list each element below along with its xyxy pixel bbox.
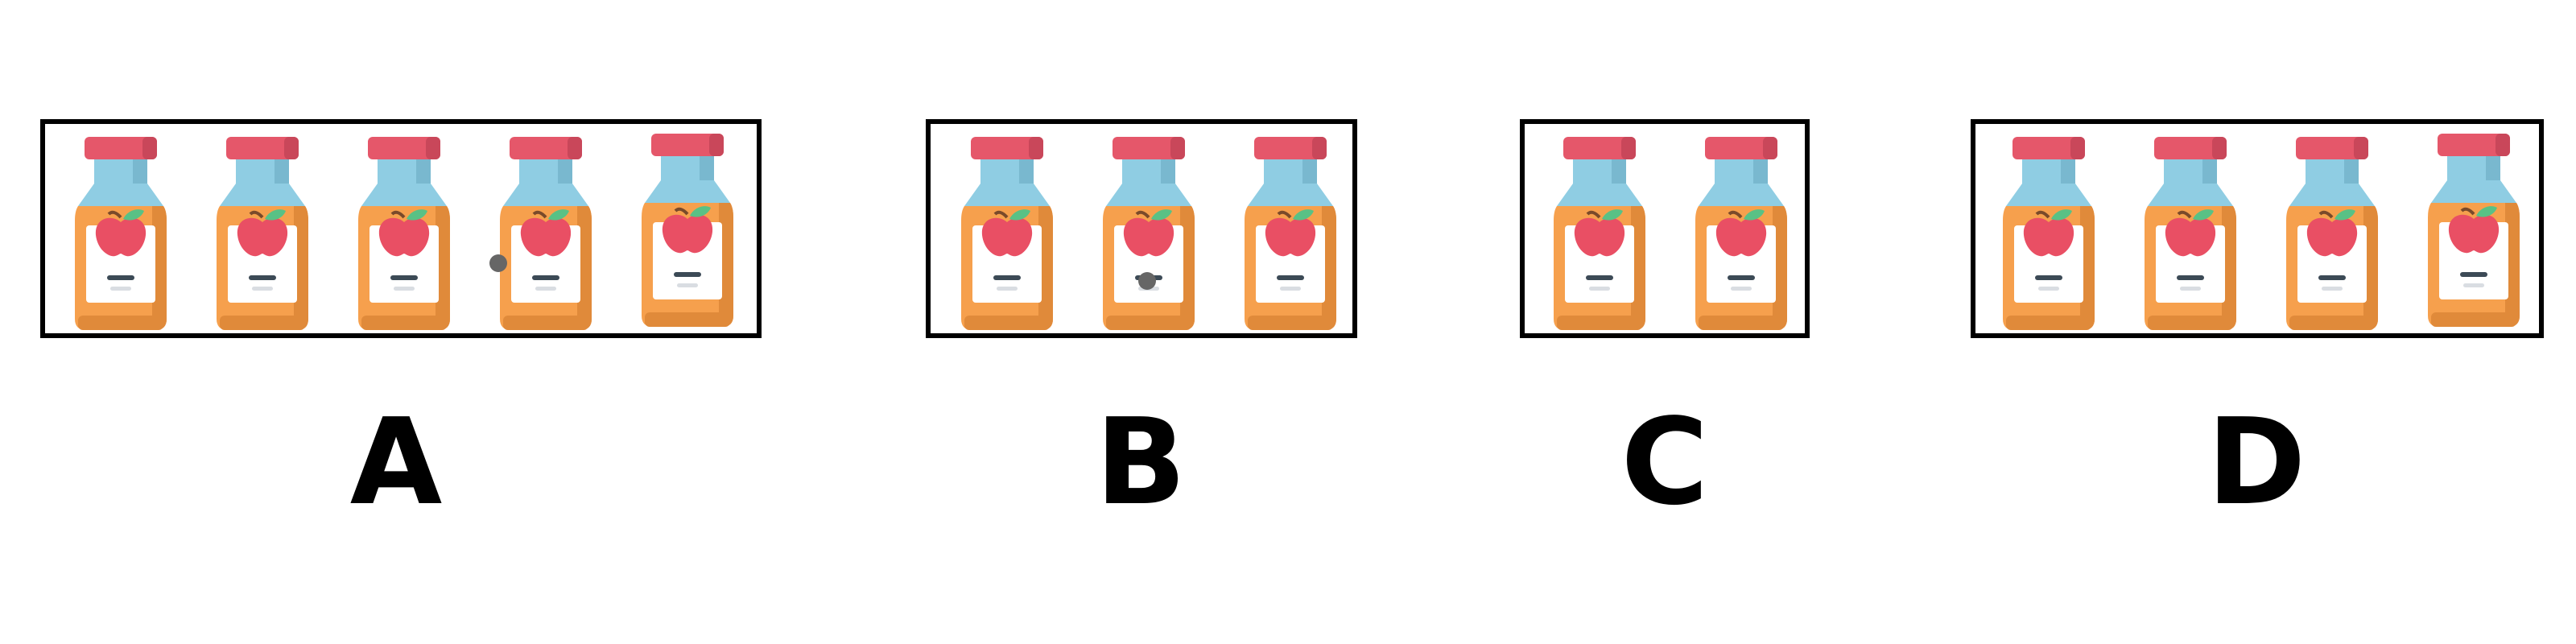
apple-juice-bottle-icon	[1101, 137, 1196, 333]
apple-juice-bottle-icon	[1552, 137, 1647, 333]
apple-juice-bottle-icon	[498, 137, 593, 333]
apple-juice-bottle-icon	[2285, 137, 2380, 333]
option-label-a: A	[349, 393, 443, 531]
marker-dot	[489, 254, 507, 272]
apple-juice-bottle-icon	[2426, 134, 2521, 330]
apple-juice-bottle-icon	[960, 137, 1055, 333]
apple-juice-bottle-icon	[215, 137, 310, 333]
option-b-box[interactable]	[926, 119, 1357, 338]
option-label-b: B	[1095, 393, 1187, 531]
apple-juice-bottle-icon	[640, 134, 735, 330]
option-label-d: D	[2207, 393, 2306, 531]
apple-juice-bottle-icon	[357, 137, 452, 333]
apple-juice-bottle-icon	[1243, 137, 1338, 333]
option-a-box[interactable]	[40, 119, 762, 338]
apple-juice-bottle-icon	[2001, 137, 2096, 333]
apple-juice-bottle-icon	[1694, 137, 1789, 333]
apple-juice-bottle-icon	[73, 137, 168, 333]
option-c-box[interactable]	[1520, 119, 1810, 338]
option-label-c: C	[1620, 393, 1709, 531]
option-d-box[interactable]	[1971, 119, 2544, 338]
apple-juice-bottle-icon	[2143, 137, 2238, 333]
marker-dot	[1138, 272, 1156, 290]
